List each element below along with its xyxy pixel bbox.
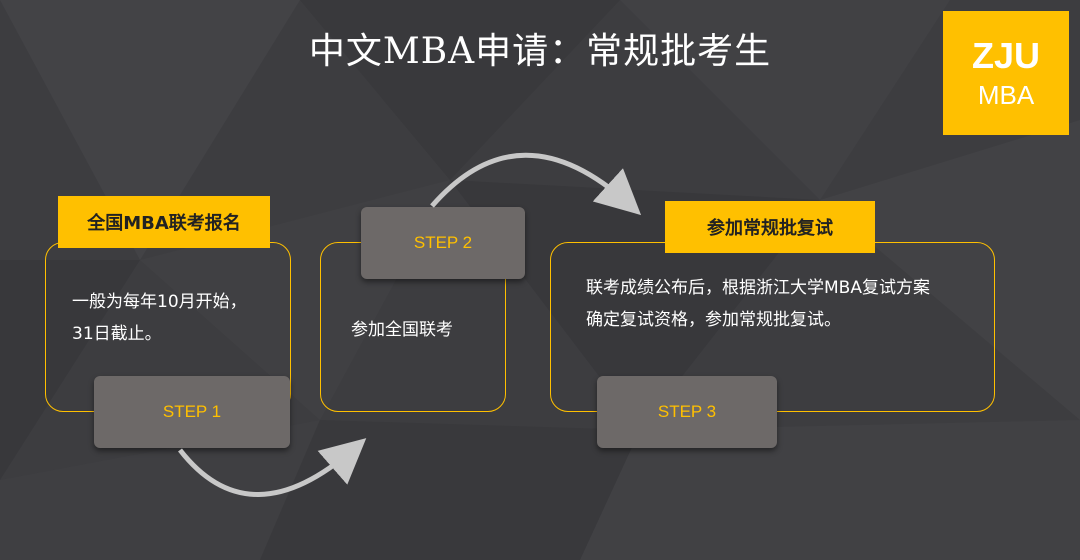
step1-text-line1: 一般为每年10月开始， [72, 292, 247, 312]
step3-badge: STEP 3 [597, 376, 777, 448]
step3-text-line1: 联考成绩公布后，根据浙江大学MBA复试方案 [586, 278, 930, 298]
logo-main-text: ZJU [971, 35, 1040, 76]
logo-sub-text: MBA [977, 80, 1035, 110]
step2-text-line1: 参加全国联考 [351, 320, 453, 340]
step3-text-line2: 确定复试资格，参加常规批复试。 [586, 310, 841, 330]
step1-tag: 全国MBA联考报名 [58, 196, 270, 248]
step1-text: 一般为每年10月开始， 31日截止。 [72, 286, 247, 350]
zju-mba-logo: ZJU MBA [943, 11, 1069, 135]
step2-badge: STEP 2 [361, 207, 525, 279]
step3-tag: 参加常规批复试 [665, 201, 875, 253]
step1-text-line2: 31日截止。 [72, 324, 162, 344]
step1-badge: STEP 1 [94, 376, 290, 448]
page-title: 中文MBA申请：常规批考生 [308, 31, 772, 72]
step2-text: 参加全国联考 [351, 314, 453, 346]
step3-text: 联考成绩公布后，根据浙江大学MBA复试方案 确定复试资格，参加常规批复试。 [586, 272, 930, 336]
